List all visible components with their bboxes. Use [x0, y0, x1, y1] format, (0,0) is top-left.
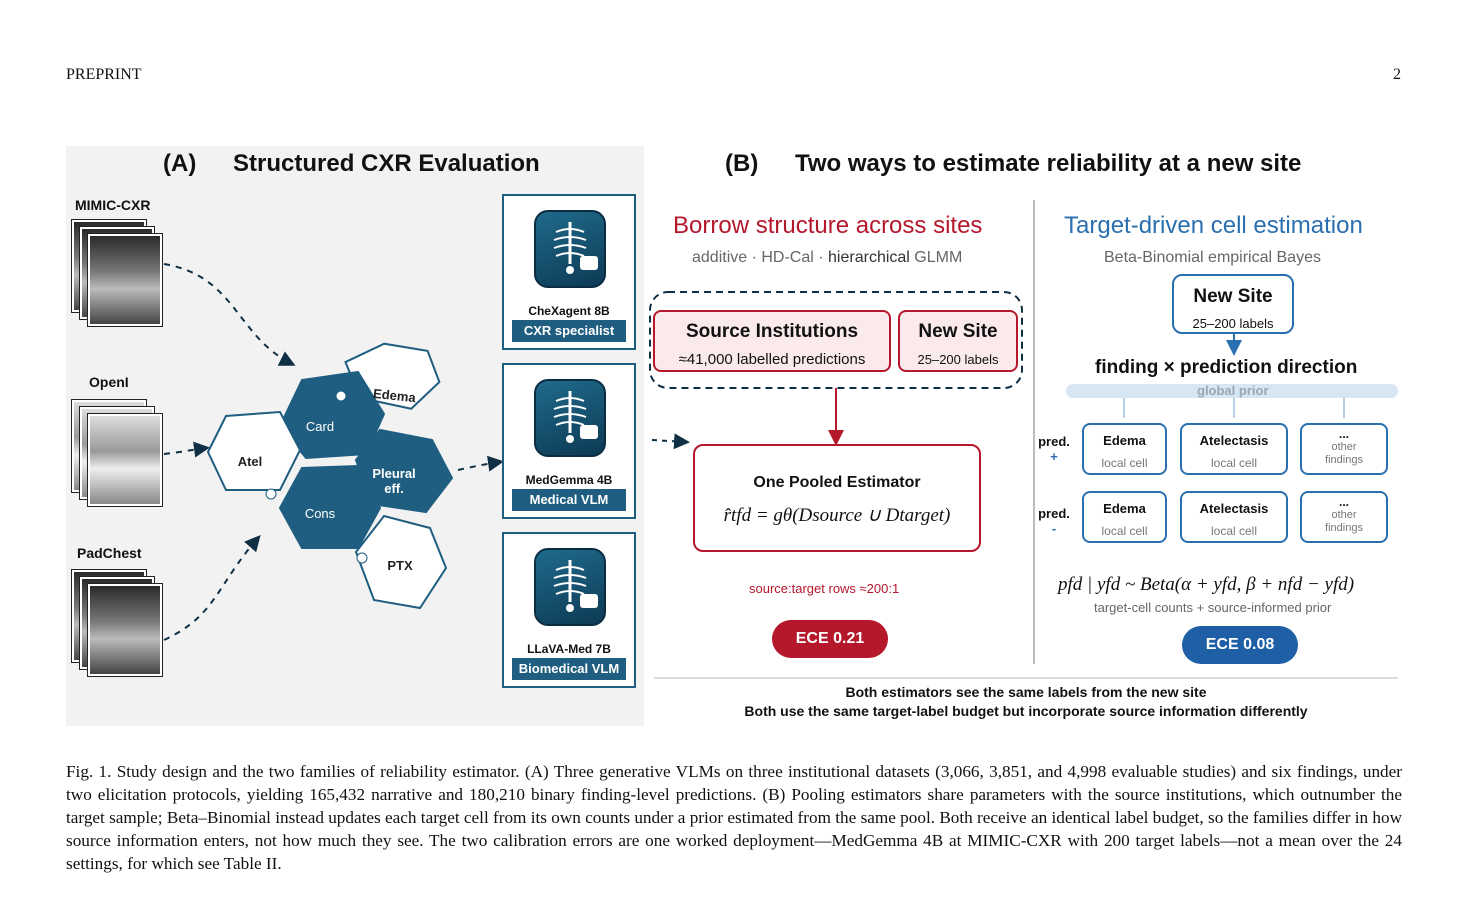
dataset-label-padchest: PadChest	[77, 545, 142, 561]
dataset-label-openi: OpenI	[89, 374, 129, 390]
new-site-labels: 25–200 labels	[917, 352, 999, 367]
xray-chat-icon	[534, 548, 606, 626]
borrow-heading: Borrow structure across sites	[673, 212, 983, 239]
source-institutions-box: Source Institutions ≈41,000 labelled pre…	[653, 310, 891, 372]
arrow-hex-to-models	[457, 455, 504, 472]
beta-binomial-formula: pfd | yfd ~ Beta(α + yfd, β + nfd − yfd)	[1058, 574, 1355, 595]
new-site-box-left: New Site 25–200 labels	[898, 310, 1018, 372]
hex-label-pleural: Pleural	[372, 466, 415, 481]
pooled-sources-dashed-group	[649, 291, 1023, 389]
panel-b-connectors	[649, 200, 1398, 679]
ece-badge-pooled: ECE 0.21	[772, 620, 888, 658]
model-tag: Biomedical VLM	[512, 658, 626, 680]
source-institutions-title: Source Institutions	[685, 321, 859, 342]
panel-b-letter: (B)	[725, 150, 759, 177]
hex-label-edema: Edema	[372, 386, 417, 405]
hex-label-card: Card	[306, 419, 334, 434]
source-target-ratio: source:target rows ≈200:1	[749, 581, 900, 596]
arrow-openi-to-hex	[163, 441, 210, 458]
pooled-estimator-formula: r̂tfd = gθ(Dsource ∪ Dtarget)	[723, 505, 951, 526]
model-tag: Medical VLM	[512, 489, 626, 511]
xray-chat-icon	[534, 210, 606, 288]
cell-other-pos: ... other findings	[1300, 423, 1388, 475]
arrow-mimic-to-hex	[163, 263, 296, 366]
panel-a-diagram: Edema Card Atel Pleural eff. Cons PTX	[163, 263, 504, 641]
model-card-llava-med: LLaVA-Med 7B Biomedical VLM	[502, 532, 636, 688]
source-institutions-count: ≈41,000 labelled predictions	[678, 351, 866, 368]
panel-b-title: Two ways to estimate reliability at a ne…	[795, 150, 1302, 177]
global-prior-bar	[1066, 384, 1398, 398]
panel-a-title: Structured CXR Evaluation	[233, 150, 540, 177]
row-label-positive: pred. +	[1038, 434, 1070, 464]
cell-other-neg: ... other findings	[1300, 491, 1388, 543]
hex-label-cons: Cons	[305, 506, 336, 521]
model-name: MedGemma 4B	[525, 473, 613, 487]
new-site-title: New Site	[1193, 286, 1273, 307]
global-prior-label: global prior	[1197, 383, 1269, 398]
new-site-box-right: New Site 25–200 labels	[1172, 274, 1294, 334]
figure-caption: Fig. 1. Study design and the two familie…	[66, 762, 1402, 873]
model-tag: CXR specialist	[512, 320, 626, 342]
pooled-estimator-box: One Pooled Estimator r̂tfd = gθ(Dsource …	[693, 444, 981, 552]
grid-title: finding × prediction direction	[1095, 357, 1358, 378]
target-heading: Target-driven cell estimation	[1064, 212, 1363, 239]
model-name: CheXagent 8B	[528, 304, 610, 318]
hex-cons	[278, 464, 382, 549]
model-card-medgemma: MedGemma 4B Medical VLM	[502, 363, 636, 519]
page-number: 2	[1393, 66, 1401, 83]
new-site-title: New Site	[918, 321, 998, 342]
hex-label-eff: eff.	[384, 481, 404, 496]
new-site-labels: 25–200 labels	[1192, 316, 1274, 331]
pooled-estimator-title: One Pooled Estimator	[753, 474, 921, 491]
dataset-label-mimic: MIMIC-CXR	[75, 197, 151, 213]
xray-chat-icon	[534, 379, 606, 457]
running-header: PREPRINT	[66, 66, 142, 83]
hex-label-atel: Atel	[238, 454, 263, 469]
model-card-chexagent: CheXagent 8B CXR specialist	[502, 194, 636, 350]
panel-a-letter: (A)	[163, 150, 197, 177]
hex-card	[278, 370, 386, 460]
panel-b-footer-line-1: Both estimators see the same labels from…	[845, 684, 1207, 700]
arrow-padchest-to-hex	[163, 534, 261, 641]
target-subtitle: Beta-Binomial empirical Bayes	[1104, 249, 1321, 266]
model-name: LLaVA-Med 7B	[527, 642, 611, 656]
hex-ptx	[354, 514, 448, 610]
ece-badge-beta-binomial: ECE 0.08	[1182, 626, 1298, 664]
row-label-negative: pred. -	[1038, 506, 1070, 536]
panel-b-footer-line-2: Both use the same target-label budget bu…	[744, 703, 1308, 719]
hex-label-ptx: PTX	[387, 558, 413, 573]
arrow-incoming	[651, 433, 690, 450]
beta-binomial-note: target-cell counts + source-informed pri…	[1094, 600, 1332, 615]
hex-atel	[206, 410, 302, 491]
borrow-subtitle: additive · HD-Cal · hierarchical GLMM	[692, 249, 963, 266]
